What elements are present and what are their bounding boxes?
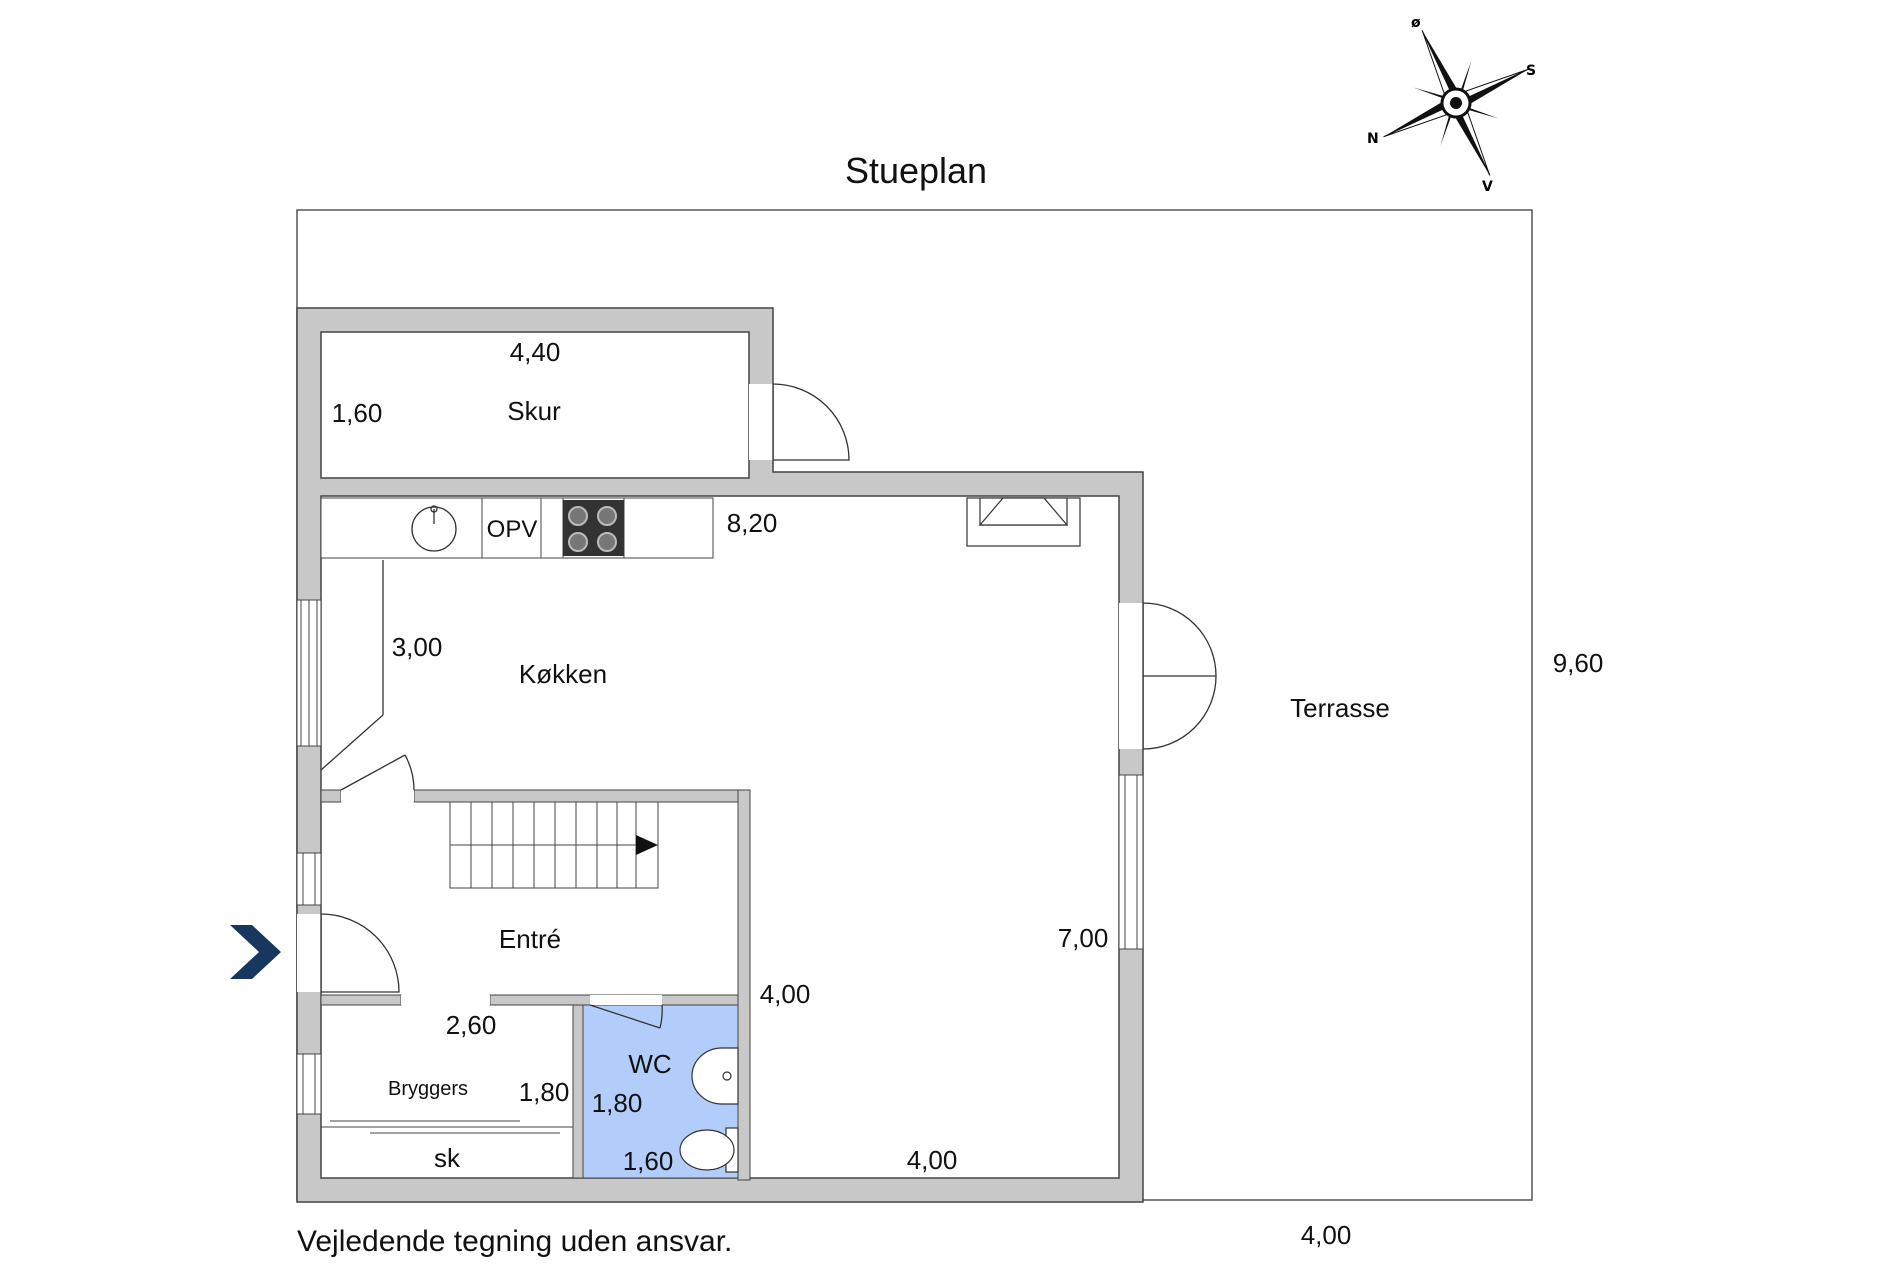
- compass-label-v: V: [1482, 179, 1493, 195]
- kitchen-counter: [320, 497, 714, 559]
- window-bryggers-west: [296, 1053, 322, 1115]
- dim-kitchen-depth: 3,00: [392, 632, 443, 662]
- dim-wc-width: 1,60: [623, 1146, 674, 1176]
- dim-skur-depth: 1,60: [332, 398, 383, 428]
- counter-label-opv: OPV: [487, 516, 538, 543]
- entry-door-opening: [297, 914, 321, 992]
- door-kitchen-entre: [340, 754, 415, 791]
- room-label-skur: Skur: [507, 396, 561, 426]
- door-terrace-double: [1142, 602, 1217, 750]
- window-living-east: [1118, 774, 1144, 950]
- dim-kitchen-width: 8,20: [727, 508, 778, 538]
- wc-door-gap: [590, 995, 662, 1005]
- compass-label-s: S: [1526, 63, 1536, 79]
- entry-arrow-icon: [230, 925, 281, 979]
- room-label-wc: WC: [628, 1049, 671, 1079]
- sink-icon: [411, 505, 457, 552]
- basin-icon: [691, 1047, 739, 1105]
- window-entre-west: [296, 852, 322, 906]
- dim-living-depth: 7,00: [1058, 923, 1109, 953]
- wall-bryggers-wc: [572, 1004, 584, 1179]
- dim-living-width: 4,00: [907, 1145, 958, 1175]
- fireplace-icon: [966, 497, 1081, 547]
- room-label-terrasse: Terrasse: [1290, 693, 1390, 723]
- skur-door-opening: [749, 384, 773, 460]
- staircase: [449, 801, 659, 889]
- door-kitchen-hall-diag: [320, 560, 384, 771]
- dim-bryggers-depth: 1,80: [519, 1077, 570, 1107]
- compass-rose-icon: [1383, 30, 1529, 176]
- dim-terrace-depth: 9,60: [1553, 648, 1604, 678]
- wall-entre-right: [737, 789, 751, 1181]
- dim-wc-depth: 1,80: [592, 1088, 643, 1118]
- door-wc: [589, 1004, 663, 1029]
- room-label-kokken: Køkken: [519, 659, 607, 689]
- stair-arrow-icon: [636, 835, 658, 855]
- compass-label-n: N: [1367, 131, 1379, 147]
- door-entry: [320, 913, 400, 993]
- wardrobe-label-sk: sk: [434, 1143, 461, 1173]
- dim-skur-width: 4,40: [510, 337, 561, 367]
- room-label-entre: Entré: [499, 924, 561, 954]
- window-kitchen-west: [300, 599, 318, 747]
- toilet-icon: [679, 1127, 739, 1173]
- wall-kitchen-entre: [413, 789, 751, 803]
- compass-label-o: ø: [1411, 15, 1421, 31]
- dim-hall-width: 2,60: [446, 1010, 497, 1040]
- terrace-door-opening: [1119, 603, 1143, 749]
- dim-terrace-width: 4,00: [1301, 1220, 1352, 1250]
- dim-stair-wall: 4,00: [760, 979, 811, 1009]
- wall-entre-bryggers-left: [320, 994, 402, 1006]
- stove-icon: [563, 500, 624, 556]
- entre-wall-gap: [401, 995, 490, 1005]
- wardrobe-sk: [321, 1120, 573, 1134]
- disclaimer-note: Vejledende tegning uden ansvar.: [297, 1225, 732, 1258]
- kitchen-entre-door-gap: [341, 790, 414, 802]
- plan-title: Stueplan: [845, 150, 987, 191]
- room-label-bryggers: Bryggers: [388, 1078, 468, 1100]
- door-skur: [772, 383, 850, 461]
- wall-kitchen-entre-left: [320, 789, 342, 803]
